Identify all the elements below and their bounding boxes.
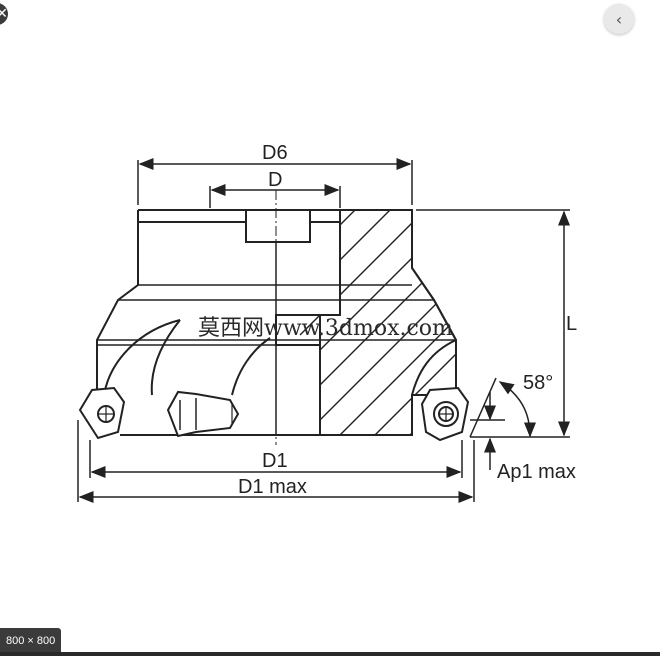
image-size-badge: 800 × 800: [0, 628, 62, 654]
insert-center: [166, 390, 240, 438]
chevron-left-icon: ‹: [615, 9, 623, 29]
bottom-bar: [0, 652, 660, 656]
watermark: 莫西网www.3dmox.com: [198, 316, 453, 341]
label-d: D: [268, 169, 282, 191]
close-icon: ✕: [0, 6, 8, 22]
insert-right: [420, 386, 470, 442]
insert-left: [78, 386, 126, 440]
label-d1max: D1 max: [238, 476, 307, 498]
label-angle: 58°: [523, 372, 553, 394]
back-button[interactable]: ‹: [604, 4, 634, 34]
label-d6: D6: [262, 142, 288, 164]
close-button[interactable]: ✕: [0, 3, 8, 25]
label-ap1max: Ap1 max: [497, 461, 576, 483]
label-d1: D1: [262, 450, 288, 472]
label-l: L: [566, 313, 577, 335]
dimensions: [77, 158, 570, 503]
